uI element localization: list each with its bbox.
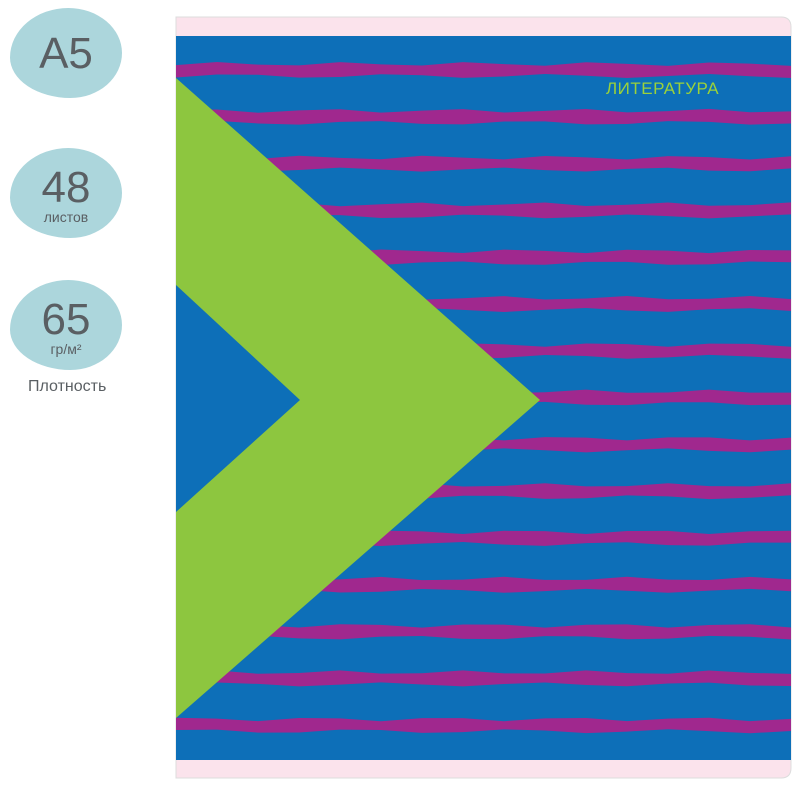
sheets-unit: листов bbox=[43, 209, 89, 225]
stripe bbox=[176, 624, 791, 640]
density-caption: Плотность bbox=[28, 378, 107, 395]
format-value: A5 bbox=[39, 29, 93, 78]
stripe bbox=[176, 62, 791, 78]
stripe bbox=[176, 155, 791, 172]
density-value: 65 bbox=[41, 295, 91, 344]
stripe bbox=[176, 717, 791, 734]
format-badge: A5 bbox=[10, 8, 122, 98]
cover-title: ЛИТЕРАТУРА bbox=[606, 79, 720, 98]
stripe bbox=[176, 670, 791, 687]
sheets-value: 48 bbox=[41, 163, 91, 212]
stripe bbox=[176, 108, 791, 125]
green-chevron bbox=[176, 78, 540, 718]
density-unit: гр/м² bbox=[50, 341, 82, 357]
